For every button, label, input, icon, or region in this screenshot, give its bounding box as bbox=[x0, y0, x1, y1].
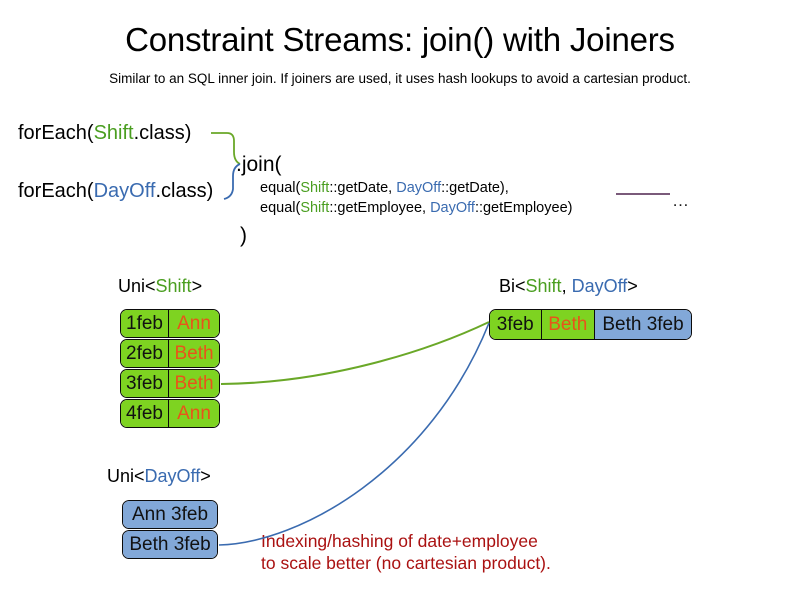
shift-date-cell: 2feb bbox=[121, 340, 170, 367]
dayoff-label-cell: Beth 3feb bbox=[123, 531, 217, 558]
dayoff-to-bi-wire bbox=[218, 322, 490, 546]
dayoff-fact-row: Ann 3feb bbox=[122, 500, 218, 529]
bi-shift-employee-cell: Beth bbox=[541, 310, 596, 339]
caption-bi-type-a: Shift bbox=[525, 276, 562, 296]
shift-to-bi-wire bbox=[220, 321, 490, 385]
code-foreach-dayoff: forEach(DayOff.class) bbox=[18, 179, 213, 203]
code-foreach-shift: forEach(Shift.class) bbox=[18, 121, 191, 145]
caption-uni-dayoff-suffix: > bbox=[200, 466, 211, 486]
code-joiner-equal-employee: equal(Shift::getEmployee, DayOff::getEmp… bbox=[260, 199, 572, 217]
caption-uni-shift-type: Shift bbox=[155, 276, 192, 296]
shift-fact-row: 1feb Ann bbox=[120, 309, 220, 338]
joiner-2-left-type: Shift bbox=[300, 200, 330, 216]
joiner-1-right-type: DayOff bbox=[396, 180, 442, 196]
foreach-dayoff-prefix: forEach( bbox=[18, 180, 94, 202]
shift-fact-row: 2feb Beth bbox=[120, 339, 220, 368]
dayoff-fact-row: Beth 3feb bbox=[122, 530, 218, 559]
caption-uni-dayoff: Uni<DayOff> bbox=[107, 465, 211, 487]
bi-dayoff-cell: Beth 3feb bbox=[595, 310, 691, 339]
bi-fact-row: 3feb Beth Beth 3feb bbox=[489, 309, 692, 340]
joiner-2-right-ref: ::getEmployee) bbox=[474, 200, 573, 216]
shift-employee-cell: Ann bbox=[169, 310, 219, 337]
bi-shift-date-cell: 3feb bbox=[490, 310, 542, 339]
caption-bi-type-b: DayOff bbox=[571, 276, 628, 296]
code-join-close: ) bbox=[240, 224, 247, 247]
foreach-shift-type: Shift bbox=[93, 122, 134, 144]
joiner-1-fn: equal( bbox=[260, 180, 301, 196]
caption-bi-separator: , bbox=[561, 276, 572, 296]
foreach-dayoff-type: DayOff bbox=[93, 180, 156, 202]
caption-bi-prefix: Bi< bbox=[499, 276, 526, 296]
shift-employee-cell: Beth bbox=[169, 340, 219, 367]
caption-bi-suffix: > bbox=[627, 276, 638, 296]
page-subtitle: Similar to an SQL inner join. If joiners… bbox=[109, 71, 691, 86]
annotation-note: Indexing/hashing of date+employee to sca… bbox=[261, 531, 551, 573]
shift-date-cell: 4feb bbox=[121, 400, 170, 427]
shift-date-cell: 1feb bbox=[121, 310, 170, 337]
joiner-1-left-ref: ::getDate, bbox=[329, 180, 397, 196]
shift-employee-cell: Beth bbox=[169, 370, 219, 397]
foreach-shift-prefix: forEach( bbox=[18, 122, 94, 144]
code-ellipsis: … bbox=[672, 191, 689, 210]
shift-employee-cell: Ann bbox=[169, 400, 219, 427]
dayoff-label-cell: Ann 3feb bbox=[123, 501, 217, 528]
foreach-dayoff-suffix: .class) bbox=[155, 180, 214, 202]
code-join-open: .join( bbox=[236, 153, 282, 176]
page-title: Constraint Streams: join() with Joiners bbox=[125, 21, 675, 58]
joiner-2-left-ref: ::getEmployee, bbox=[329, 200, 431, 216]
joiner-2-fn: equal( bbox=[260, 200, 301, 216]
shift-fact-row: 4feb Ann bbox=[120, 399, 220, 428]
caption-uni-shift-prefix: Uni< bbox=[118, 276, 156, 296]
foreach-shift-suffix: .class) bbox=[133, 122, 192, 144]
caption-bi-stream: Bi<Shift, DayOff> bbox=[499, 275, 638, 297]
caption-uni-shift: Uni<Shift> bbox=[118, 275, 202, 297]
caption-uni-dayoff-type: DayOff bbox=[144, 466, 201, 486]
joiner-1-left-type: Shift bbox=[300, 180, 330, 196]
code-joiner-equal-date: equal(Shift::getDate, DayOff::getDate), bbox=[260, 179, 509, 197]
shift-date-cell: 3feb bbox=[121, 370, 170, 397]
caption-uni-shift-suffix: > bbox=[191, 276, 203, 296]
caption-uni-dayoff-prefix: Uni< bbox=[107, 466, 145, 486]
joiner-2-right-type: DayOff bbox=[430, 200, 475, 216]
shift-fact-row: 3feb Beth bbox=[120, 369, 220, 398]
joiner-1-right-ref: ::getDate), bbox=[441, 180, 509, 196]
